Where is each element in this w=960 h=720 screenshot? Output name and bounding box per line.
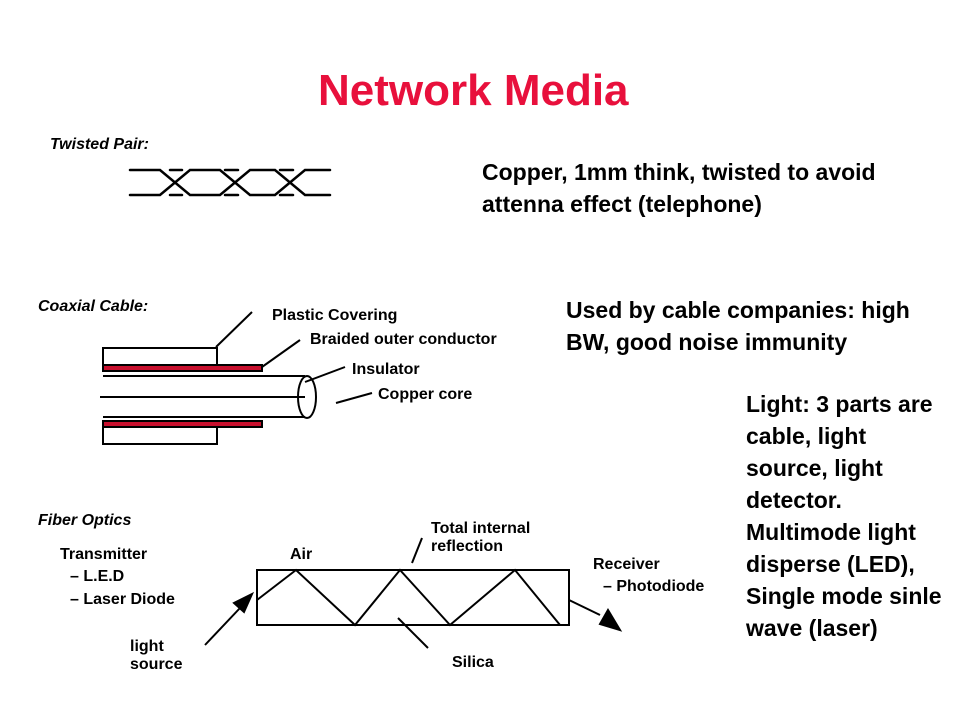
page-title: Network Media <box>318 66 629 115</box>
coax-part-label: Braided outer conductor <box>310 331 497 348</box>
receiver-label: Receiver <box>593 556 660 573</box>
source-pointer <box>204 607 241 646</box>
silica-label: Silica <box>452 654 494 671</box>
coax-part-label: Plastic Covering <box>272 307 398 324</box>
source-arrowhead <box>232 591 255 614</box>
transmitter-label: Transmitter <box>60 546 148 563</box>
braided-conductor-top <box>102 364 263 372</box>
output-ray <box>568 599 601 616</box>
coax-part-label: Insulator <box>352 361 420 378</box>
plastic-covering-bottom <box>102 426 218 445</box>
air-label: Air <box>290 546 313 563</box>
transmitter-item: – L.E.D <box>70 568 125 585</box>
cable-end-ellipse <box>297 375 317 419</box>
receiver-item: – Photodiode <box>603 578 705 595</box>
leader-core <box>335 392 373 404</box>
coax-part-label: Copper core <box>378 386 473 403</box>
twisted-wire-bottom <box>128 168 332 197</box>
leader-braided <box>261 339 301 368</box>
twisted-pair-description: Copper, 1mm think, twisted to avoid atte… <box>482 159 876 217</box>
fiber-optics-label: Fiber Optics <box>38 512 132 529</box>
silica-leader <box>397 617 429 649</box>
plastic-covering-top <box>102 347 218 366</box>
fiber-cable <box>256 569 570 626</box>
total-internal-reflection-label: Total internal reflection <box>431 520 531 555</box>
light-description: Light: 3 parts are cable, light source, … <box>746 391 942 641</box>
leader-insulator <box>304 366 346 383</box>
twisted-pair-drawing <box>128 168 332 197</box>
transmitter-item: – Laser Diode <box>70 591 175 608</box>
twisted-pair-label: Twisted Pair: <box>50 136 149 153</box>
output-arrowhead <box>598 608 623 632</box>
coaxial-cable-label: Coaxial Cable: <box>38 298 149 315</box>
braided-conductor-bottom <box>102 420 263 428</box>
fiber-drawing <box>204 537 623 649</box>
reflection-leader <box>411 537 423 564</box>
coaxial-drawing <box>100 311 373 445</box>
coaxial-description: Used by cable companies: high BW, good n… <box>566 297 910 355</box>
light-source-label: light source <box>130 638 183 673</box>
leader-plastic <box>215 311 253 348</box>
light-ray-path <box>256 568 561 627</box>
